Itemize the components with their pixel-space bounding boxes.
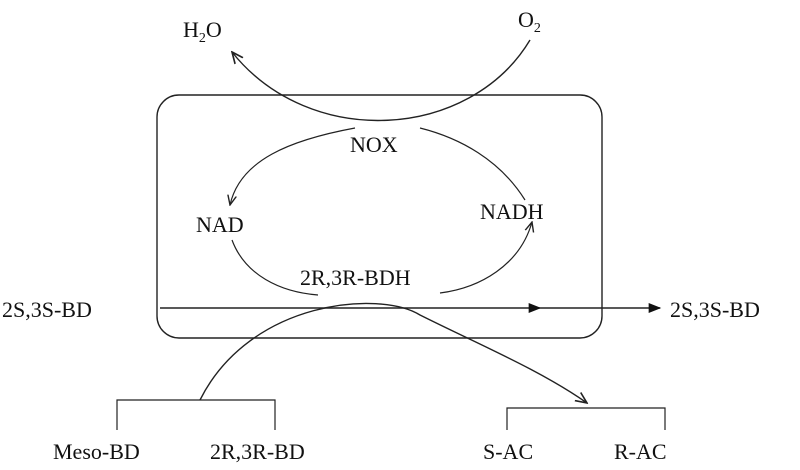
nad-label: NAD	[196, 212, 244, 237]
input-bd-label: 2S,3S-BD	[2, 297, 92, 322]
r-ac-label: R-AC	[614, 439, 667, 464]
rr-bd-label: 2R,3R-BD	[210, 439, 305, 464]
nad-to-bdh-arc	[231, 239, 319, 296]
oxygen-to-water-arc	[232, 39, 531, 122]
nadh-to-nox-arc	[419, 127, 526, 201]
water-label: H2O	[183, 17, 222, 46]
enzyme-label: 2R,3R-BDH	[300, 265, 411, 290]
meso-bd-label: Meso-BD	[53, 439, 140, 464]
substrate-bracket	[116, 399, 276, 430]
s-ac-label: S-AC	[483, 439, 533, 464]
cell-compartment-box	[156, 94, 603, 339]
nox-to-nad-arc	[230, 127, 356, 205]
nadh-label: NADH	[480, 199, 544, 224]
output-bd-label: 2S,3S-BD	[670, 297, 760, 322]
product-bracket	[506, 407, 666, 430]
substrate-to-product-arc	[199, 302, 587, 403]
bdh-to-nadh-arc	[439, 222, 532, 294]
nox-label: NOX	[350, 132, 398, 157]
oxygen-label: O2	[518, 7, 541, 36]
